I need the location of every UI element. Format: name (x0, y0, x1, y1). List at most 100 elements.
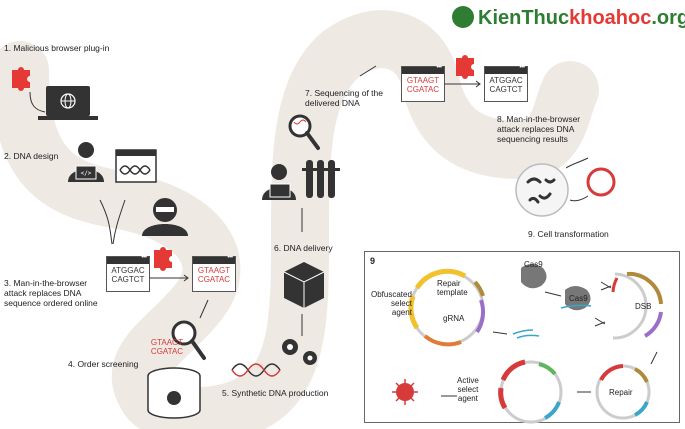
window-titlebar (402, 64, 444, 74)
scissors-icon (594, 317, 606, 327)
label-line: select (457, 385, 479, 394)
screening-cylinder-icon (147, 367, 201, 419)
label-line: agent (457, 394, 478, 403)
dna-browser-icon (115, 149, 157, 183)
step-7-label: 7. Sequencing of the delivered DNA (305, 88, 383, 108)
dna-helix-icon (231, 363, 281, 377)
step-3-line-1: 3. Man-in-the-browser (4, 278, 88, 288)
original-sequence-box-a: ATGGAC CAGTCT (106, 254, 150, 292)
step-2-label: 2. DNA design (4, 151, 59, 161)
sequence-line: CAGTCT (489, 85, 523, 94)
window-titlebar (193, 254, 235, 264)
puzzle-piece-icon (12, 67, 30, 91)
window-titlebar (485, 64, 527, 74)
grna-strand-icon (512, 329, 540, 339)
step-1-label: 1. Malicious browser plug-in (4, 43, 110, 53)
sequence-line: CGATAC (197, 275, 231, 284)
arrow-icon (112, 199, 126, 245)
step-7-line-2: delivered DNA (305, 98, 360, 108)
label-line: agent (391, 308, 412, 317)
plasmid-icon (408, 268, 486, 347)
logo-mark-icon (452, 6, 474, 28)
logo-tail-text: .org (651, 7, 685, 29)
gear-icon (282, 339, 298, 355)
repair-label: Repair (609, 388, 633, 397)
arrow-icon (199, 299, 209, 319)
dsb-label: DSB (635, 302, 652, 311)
virus-icon (392, 379, 418, 405)
sequence-line: CGATAC (150, 347, 184, 356)
arrow-icon (29, 91, 46, 113)
magnifier-icon (288, 114, 320, 150)
gene-editing-panel: 9 Obfuscated select agent Repair templat… (364, 251, 680, 424)
step-8-label: 8. Man-in-the-browser attack replaces DN… (497, 114, 580, 144)
step-8-line-2: attack replaces DNA (497, 124, 575, 134)
cas9-bound-icon (560, 286, 592, 311)
step-6-label: 6. DNA delivery (274, 243, 333, 253)
step-8-line-1: 8. Man-in-the-browser (497, 114, 581, 124)
dsb-plasmid-icon (611, 271, 663, 340)
plasmid-icon (586, 167, 616, 197)
sequence-line: GTAAGT (197, 266, 231, 275)
screening-sequence: GTAAGT CGATAC (148, 338, 186, 362)
gear-icon (303, 351, 317, 365)
sequence-line: ATGGAC (489, 76, 523, 85)
arrow-icon (359, 65, 377, 77)
active-select-agent-label: Active select agent (457, 376, 479, 403)
window-titlebar (107, 254, 149, 264)
puzzle-piece-icon (154, 247, 172, 271)
repair-template-label: Repair template (437, 279, 468, 297)
arrow-icon (569, 195, 589, 202)
designer-person-icon: </> (68, 142, 104, 182)
sequence-line: CAGTCT (111, 275, 145, 284)
logo-accent-text: khoahoc (569, 7, 652, 29)
label-line: template (437, 288, 468, 297)
step-3-label: 3. Man-in-the-browser attack replaces DN… (4, 278, 98, 308)
cas9-protein-icon (521, 264, 547, 289)
malicious-sequence-box-a: GTAAGT CGATAC (192, 254, 236, 292)
arrow-icon (565, 157, 589, 169)
label-line: select (391, 299, 412, 308)
panel-number: 9 (370, 256, 376, 266)
cas9-label-a: Cas9 (524, 260, 543, 269)
step-4-label: 4. Order screening (68, 359, 139, 369)
scissors-icon (600, 281, 612, 291)
hacker-icon (142, 198, 188, 236)
label-line: Repair (437, 279, 461, 288)
site-logo[interactable]: KienThuckhoahoc.org (452, 6, 685, 30)
petri-dish-icon (515, 163, 569, 217)
package-box-icon (283, 262, 325, 308)
active-plasmid-icon (498, 359, 563, 424)
repaired-plasmid-icon (595, 364, 651, 420)
svg-text:</>: </> (81, 170, 92, 177)
arrow-icon (492, 331, 508, 335)
panel-drawing (392, 264, 663, 424)
label-line: Obfuscated (371, 290, 412, 299)
laptop-globe-icon (38, 86, 98, 120)
cas9-label-b: Cas9 (569, 294, 588, 303)
malicious-sequence-box-b: GTAAGT CGATAC (401, 64, 445, 102)
step-8-line-3: sequencing results (497, 134, 568, 144)
step-7-line-1: 7. Sequencing of the (305, 88, 383, 98)
magnifier-icon (171, 320, 206, 360)
puzzle-piece-icon (456, 55, 474, 79)
sequence-line: GTAAGT (406, 76, 440, 85)
label-line: Active (457, 376, 479, 385)
lab-person-icon (262, 164, 296, 200)
step-5-label: 5. Synthetic DNA production (222, 388, 329, 398)
test-tubes-icon (302, 160, 340, 198)
grna-label: gRNA (443, 314, 465, 323)
logo-text: KienThuc (478, 7, 570, 29)
sequence-line: ATGGAC (111, 266, 145, 275)
arrow-icon (99, 199, 113, 245)
arrow-icon (650, 351, 658, 365)
step-3-line-2: attack replaces DNA (4, 288, 82, 298)
original-sequence-box-b: ATGGAC CAGTCT (484, 64, 528, 102)
arrow-icon (544, 291, 562, 297)
step-3-line-3: sequence ordered online (4, 298, 98, 308)
step-9-label: 9. Cell transformation (528, 229, 609, 239)
sequence-line: CGATAC (406, 85, 440, 94)
sequence-line: GTAAGT (150, 338, 184, 347)
